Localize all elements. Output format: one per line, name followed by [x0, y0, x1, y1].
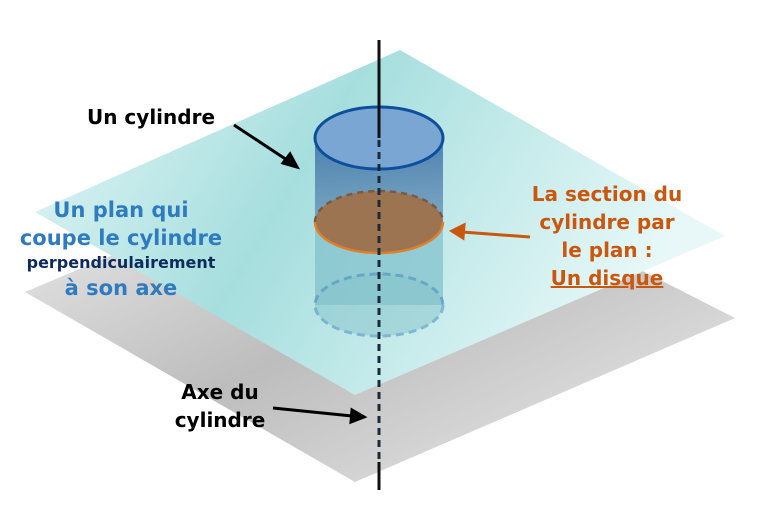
- axis-arrow: [272, 406, 368, 425]
- cylinder-bottom-base: [313, 272, 445, 338]
- plane-label-line1: Un plan qui: [53, 198, 189, 222]
- section-disk: [315, 191, 443, 253]
- cylinder-label: Un cylindre: [86, 105, 216, 129]
- plane-label-line4: à son axe: [64, 276, 178, 300]
- section-disk-back-edge: [313, 189, 445, 223]
- section-label-line3: le plan :: [561, 238, 653, 262]
- plane-label-line2: coupe le cylindre: [19, 226, 223, 250]
- cylinder-arrow: [233, 123, 301, 170]
- plane-label-line3: perpendiculairement: [26, 253, 216, 272]
- section-label-line2: cylindre par: [539, 210, 675, 234]
- section-label-line1: La section du: [531, 182, 683, 206]
- axis-label: Axe du cylindre: [158, 378, 282, 434]
- section-arrow: [448, 222, 531, 241]
- axis-label-line2: cylindre: [174, 408, 266, 432]
- plane-label: Un plan qui coupe le cylindre perpendicu…: [10, 196, 232, 302]
- section-label-line4: Un disque: [550, 266, 664, 290]
- section-label: La section du cylindre par le plan : Un …: [512, 180, 702, 292]
- axis-label-line1: Axe du: [181, 380, 259, 404]
